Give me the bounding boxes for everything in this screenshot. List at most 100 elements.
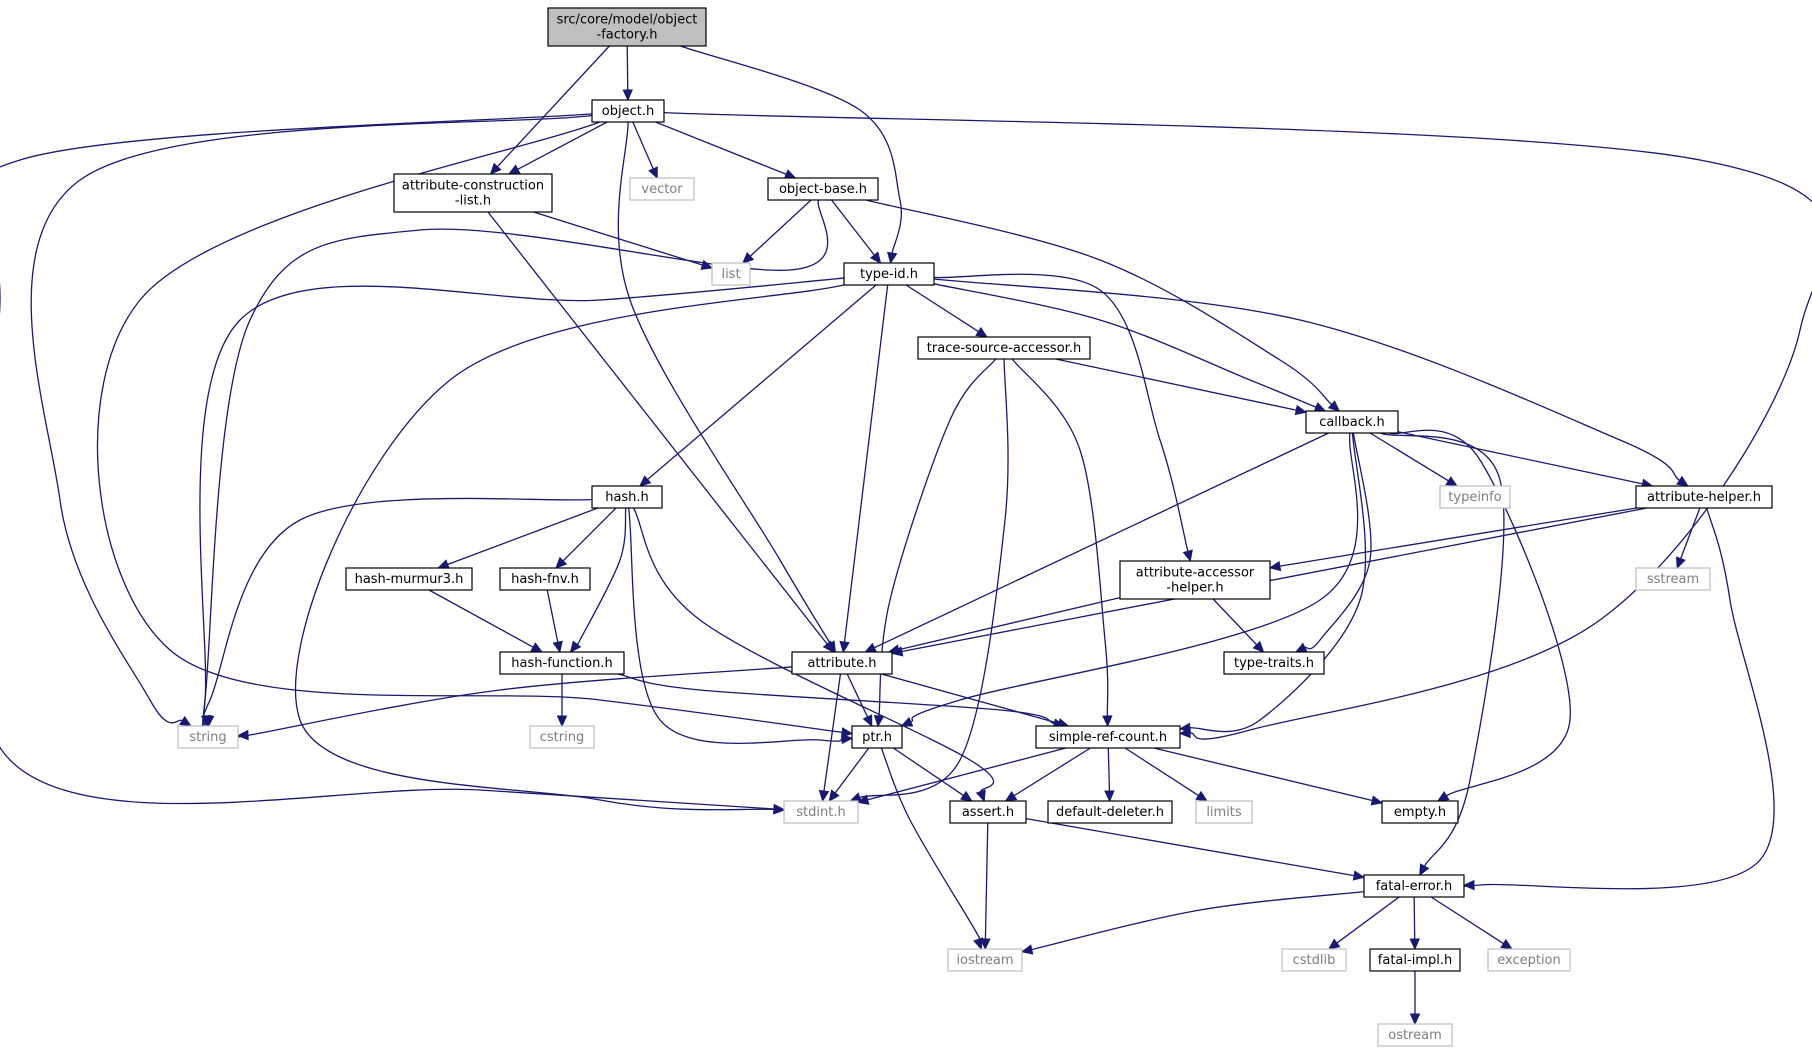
edge-arrowhead (648, 166, 658, 180)
node-hash-fnv[interactable]: hash-fnv.h (499, 567, 591, 591)
node-label: -helper.h (1166, 581, 1223, 596)
edge-arrowhead (900, 716, 914, 727)
edge-line (1397, 431, 1643, 485)
node-box (1369, 948, 1461, 972)
node-sstream[interactable]: sstream (1635, 567, 1711, 591)
edge-line (663, 111, 1812, 740)
edge-line (749, 199, 812, 257)
edge-callback-to-simple-ref-count (1178, 432, 1367, 734)
node-limits[interactable]: limits (1195, 800, 1253, 824)
node-label: assert.h (962, 805, 1014, 820)
edge-line (878, 358, 997, 717)
edge-line (199, 277, 845, 734)
edge-trace-source-accessor-to-callback (1055, 358, 1308, 416)
edge-arrowhead (1020, 944, 1034, 955)
node-type-traits[interactable]: type-traits.h (1223, 651, 1325, 675)
edge-simple-ref-count-to-assert (1004, 747, 1091, 802)
edge-arrowhead (887, 251, 898, 265)
edge-type-id-to-hash (638, 284, 877, 487)
node-empty[interactable]: empty.h (1381, 800, 1459, 824)
node-label: fatal-impl.h (1378, 953, 1452, 968)
node-label: cstdlib (1293, 953, 1336, 968)
node-box (1439, 485, 1511, 509)
node-box (1635, 567, 1711, 591)
edge-line (1336, 896, 1400, 944)
node-hash-function[interactable]: hash-function.h (499, 651, 625, 675)
edge-attribute-accessor-helper-to-type-traits (1212, 598, 1265, 653)
edge-arrowhead (1419, 863, 1430, 877)
node-label: hash-function.h (511, 656, 612, 671)
edge-line (846, 673, 869, 718)
node-ostream[interactable]: ostream (1377, 1023, 1453, 1047)
edge-attribute-helper-to-fatal-error (1456, 507, 1775, 891)
edge-simple-ref-count-to-stdint (856, 747, 1067, 805)
edge-arrowhead (783, 169, 797, 180)
edge-hash-to-hash-function (569, 507, 627, 653)
node-fatal-impl[interactable]: fatal-impl.h (1369, 948, 1461, 972)
edge-arrowhead (873, 715, 885, 728)
edge-attribute-accessor-helper-to-attribute (887, 597, 1121, 655)
edge-arrowhead (975, 326, 988, 338)
node-object[interactable]: object.h (591, 99, 665, 123)
edge-arrowhead (841, 733, 854, 745)
edge-line (1107, 747, 1111, 792)
edges-layer (0, 45, 1812, 1026)
edge-object-factory-to-object (622, 45, 633, 102)
node-box (711, 262, 751, 286)
node-list[interactable]: list (711, 262, 751, 286)
node-simple-ref-count[interactable]: simple-ref-count.h (1035, 725, 1181, 749)
edge-hash-function-to-simple-ref-count (618, 673, 1066, 729)
node-attribute-construction-list[interactable]: attribute-construction-list.h (393, 173, 553, 213)
node-box (1119, 560, 1271, 600)
edge-line (96, 121, 843, 733)
node-hash-murmur3[interactable]: hash-murmur3.h (345, 567, 473, 591)
node-fatal-error[interactable]: fatal-error.h (1363, 874, 1465, 898)
node-label: -list.h (455, 194, 491, 209)
edge-arrowhead (1370, 795, 1384, 806)
edge-line (1304, 432, 1372, 650)
edge-arrowhead (1409, 938, 1420, 951)
edge-attribute-helper-to-sstream (1675, 507, 1701, 570)
node-string[interactable]: string (177, 725, 239, 749)
edge-line (905, 284, 979, 333)
node-hash[interactable]: hash.h (591, 485, 663, 509)
edge-line (632, 507, 995, 793)
node-ptr[interactable]: ptr.h (851, 725, 903, 749)
edge-object-base-to-type-id (831, 199, 882, 264)
node-cstdlib[interactable]: cstdlib (1281, 948, 1347, 972)
node-trace-source-accessor[interactable]: trace-source-accessor.h (917, 336, 1091, 360)
node-type-id[interactable]: type-id.h (843, 262, 935, 286)
node-attribute[interactable]: attribute.h (791, 651, 893, 675)
edge-callback-to-attribute (864, 432, 1329, 653)
edge-callback-to-ptr (900, 432, 1359, 727)
edge-arrowhead (1182, 549, 1193, 563)
edge-arrowhead (818, 789, 830, 803)
node-cstring[interactable]: cstring (529, 725, 595, 749)
edge-type-id-to-attribute (839, 284, 889, 654)
node-label: ostream (1388, 1028, 1442, 1043)
node-box (791, 651, 893, 675)
node-label: hash-murmur3.h (355, 572, 464, 587)
edge-line (1369, 432, 1449, 482)
node-label: type-traits.h (1234, 656, 1314, 671)
node-label: object.h (602, 104, 654, 119)
edge-arrowhead (1409, 1013, 1421, 1026)
edge-arrowhead (507, 164, 521, 175)
edge-line (632, 121, 654, 170)
node-stdint[interactable]: stdint.h (783, 800, 859, 824)
node-iostream[interactable]: iostream (947, 948, 1023, 972)
node-callback[interactable]: callback.h (1305, 410, 1399, 434)
node-default-deleter[interactable]: default-deleter.h (1047, 800, 1173, 824)
edge-line (1017, 890, 1365, 954)
node-typeinfo[interactable]: typeinfo (1439, 485, 1511, 509)
node-attribute-helper[interactable]: attribute-helper.h (1635, 485, 1773, 509)
node-vector[interactable]: vector (629, 177, 695, 201)
node-object-base[interactable]: object-base.h (767, 177, 879, 201)
node-attribute-accessor-helper[interactable]: attribute-accessor-helper.h (1119, 560, 1271, 600)
node-object-factory[interactable]: src/core/model/object-factory.h (547, 7, 707, 47)
edge-arrowhead (1252, 640, 1265, 653)
node-exception[interactable]: exception (1487, 948, 1571, 972)
node-assert[interactable]: assert.h (949, 800, 1027, 824)
edge-arrowhead (1313, 402, 1327, 412)
edge-line (910, 432, 1359, 723)
